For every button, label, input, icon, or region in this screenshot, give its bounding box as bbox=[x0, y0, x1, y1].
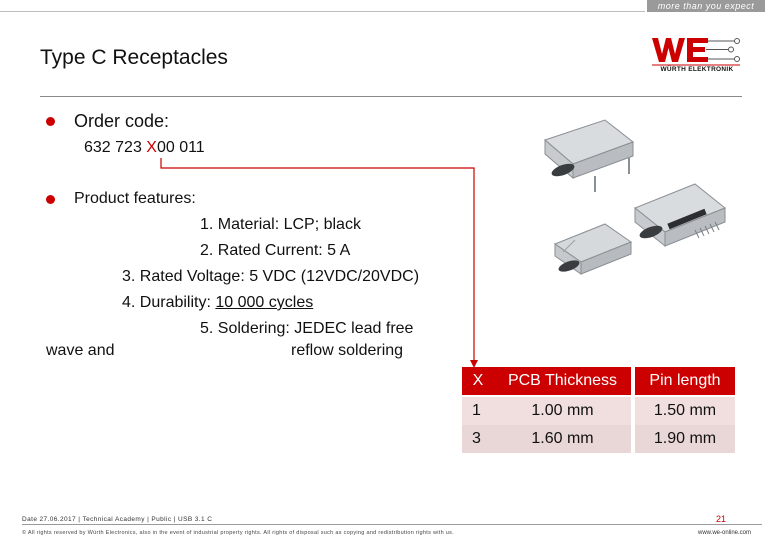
table-cell: 1.00 mm bbox=[494, 397, 631, 425]
table-cell: 1.90 mm bbox=[635, 425, 735, 453]
feature-material: 1. Material: LCP; black bbox=[200, 216, 361, 233]
table-cell: 1.60 mm bbox=[494, 425, 631, 453]
durability-label: 4. Durability: bbox=[122, 294, 216, 311]
order-code-variable: X bbox=[146, 139, 157, 156]
table-cell: 1 bbox=[462, 397, 494, 425]
feature-voltage: 3. Rated Voltage: 5 VDC (12VDC/20VDC) bbox=[122, 268, 420, 285]
table-cell: 3 bbox=[462, 425, 494, 453]
order-code-value: 632 723 X00 011 bbox=[84, 139, 205, 157]
table-header-pcb-thickness: PCB Thickness bbox=[494, 367, 631, 395]
receptacle-image-2 bbox=[553, 223, 633, 275]
logo-wordmark: WÜRTH ELEKTRONIK bbox=[660, 66, 734, 73]
footer-url: www.we-online.com bbox=[698, 530, 752, 536]
page-number: 21 bbox=[716, 514, 727, 524]
wurth-logo bbox=[650, 34, 742, 76]
footer-meta: Date 27.06.2017 | Technical Academy | Pu… bbox=[22, 516, 213, 523]
receptacle-image-3 bbox=[634, 183, 726, 248]
order-code-prefix: 632 723 bbox=[84, 139, 147, 156]
feature-wave: wave and bbox=[46, 342, 115, 359]
feature-durability: 4. Durability: 10 000 cycles bbox=[122, 294, 313, 312]
table-header-x: X bbox=[462, 367, 494, 395]
header-divider bbox=[0, 11, 645, 12]
title-rule bbox=[40, 96, 742, 97]
table-cell: 1.50 mm bbox=[635, 397, 735, 425]
table-header-pin-length: Pin length bbox=[635, 367, 735, 395]
footer-divider bbox=[22, 524, 762, 525]
footer-copyright: © All rights reserved by Würth Electroni… bbox=[22, 530, 455, 536]
page-title: Type C Receptacles bbox=[40, 46, 228, 69]
feature-current: 2. Rated Current: 5 A bbox=[200, 242, 351, 259]
features-label: Product features: bbox=[74, 190, 196, 207]
bullet-icon bbox=[46, 195, 55, 204]
receptacle-image-1 bbox=[544, 119, 635, 192]
tagline: more than you expect bbox=[647, 0, 765, 12]
bullet-icon bbox=[46, 117, 55, 126]
receptacle-photos bbox=[535, 112, 735, 292]
feature-soldering: 5. Soldering: JEDEC lead free bbox=[200, 320, 414, 337]
order-code-label: Order code: bbox=[74, 111, 170, 131]
durability-value: 10 000 cycles bbox=[215, 294, 314, 311]
order-code-suffix: 00 011 bbox=[156, 139, 205, 156]
feature-reflow: reflow soldering bbox=[291, 342, 404, 359]
